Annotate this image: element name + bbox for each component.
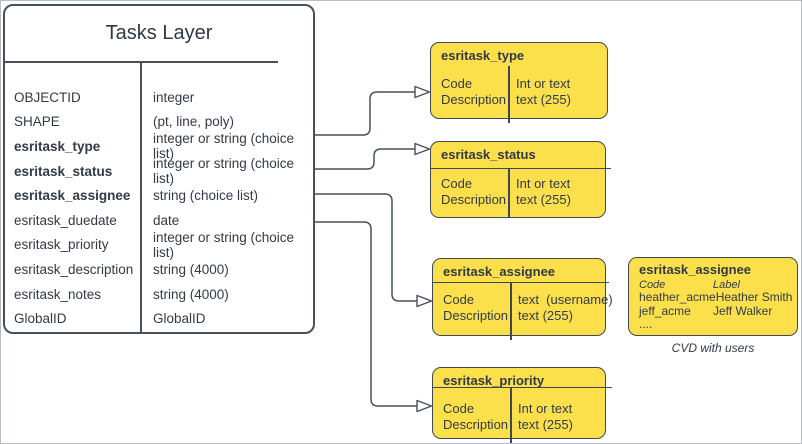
cvd-column-headers: Code Label <box>639 279 793 291</box>
field-type: string (4000) <box>153 286 229 302</box>
domain-box-esritask-type: esritask_type Code Description Int or te… <box>430 42 608 123</box>
domain-box-esritask-status: esritask_status Code Description Int or … <box>430 141 611 218</box>
field-row: GlobalID GlobalID <box>5 306 313 331</box>
cvd-code: heather_acme <box>639 290 716 304</box>
connector-esritask-priority <box>315 221 417 407</box>
domain-field-type: text (255) <box>516 191 571 207</box>
domain-field: Description <box>441 91 507 107</box>
entity-column-divider <box>140 61 142 332</box>
connector-esritask-status <box>315 148 415 170</box>
domain-field-type: Int or text <box>518 401 573 416</box>
arrowhead-esritask-assignee <box>416 294 433 308</box>
domain-field: Code <box>441 76 473 91</box>
connector-esritask-assignee <box>315 193 417 302</box>
domain-field-type: text (255) <box>518 307 573 323</box>
domain-field-type: Int or text <box>516 176 571 191</box>
field-name: esritask_assignee <box>14 188 131 204</box>
cvd-row: jeff_acme Jeff Walker <box>639 303 793 319</box>
field-type: date <box>153 212 180 228</box>
cvd-row: .... <box>639 317 793 332</box>
domain-field-types: Int or text text (255) <box>516 76 571 107</box>
domain-column-divider <box>510 283 512 340</box>
cvd-column-code: Code <box>639 279 666 291</box>
domain-title: esritask_priority <box>443 373 545 388</box>
field-name: esritask_description <box>14 261 134 277</box>
field-name: esritask_duedate <box>14 212 117 228</box>
cvd-row-list: heather_acme Heather Smith jeff_acme Jef… <box>639 290 793 332</box>
entity-field-list: OBJECTID integer SHAPE (pt, line, poly) … <box>5 85 313 331</box>
field-name: esritask_priority <box>14 237 109 253</box>
domain-field: Description <box>443 307 509 323</box>
field-row: esritask_duedate date <box>5 208 313 233</box>
domain-field-types: Int or text text (255) <box>518 401 573 432</box>
cvd-column-label: Label <box>713 279 740 291</box>
field-type: integer or string (choice list) <box>153 156 295 187</box>
field-row: esritask_notes string (4000) <box>5 282 313 307</box>
domain-field: Code <box>441 176 473 191</box>
field-name: GlobalID <box>14 311 67 327</box>
domain-column-divider <box>508 66 510 123</box>
field-type: integer <box>153 89 195 105</box>
domain-field-names: Code Description <box>441 76 506 107</box>
cvd-title: esritask_assignee <box>639 262 752 277</box>
domain-box-esritask-priority: esritask_priority Code Description Int o… <box>432 367 612 443</box>
domain-field-types: Int or text text (255) <box>516 176 571 207</box>
field-row: esritask_type integer or string (choice … <box>5 131 313 162</box>
cvd-code: .... <box>639 317 653 331</box>
field-row: esritask_priority integer or string (cho… <box>5 229 313 260</box>
cvd-label: Heather Smith <box>715 290 793 304</box>
domain-field-type: text (username) <box>518 292 613 307</box>
field-row: esritask_assignee string (choice list) <box>5 183 313 208</box>
domain-field-type: text (255) <box>518 416 573 432</box>
cvd-values-box: esritask_assignee Code Label heather_acm… <box>628 257 798 336</box>
domain-field-names: Code Description <box>443 401 508 432</box>
entity-title: Tasks Layer <box>105 22 213 44</box>
domain-title: esritask_assignee <box>443 264 556 279</box>
field-row: OBJECTID integer <box>5 85 313 110</box>
field-name: esritask_notes <box>14 286 102 302</box>
field-row: esritask_description string (4000) <box>5 257 313 282</box>
connector-esritask-type <box>315 91 415 136</box>
cvd-caption: CVD with users <box>671 341 755 355</box>
tasks-layer-entity: Tasks Layer OBJECTID integer SHAPE (pt, … <box>3 4 315 334</box>
domain-box-esritask-assignee: esritask_assignee Code Description text … <box>432 258 613 340</box>
domain-field: Description <box>443 416 509 432</box>
domain-field-type: text (255) <box>516 91 571 107</box>
domain-title: esritask_type <box>441 48 525 63</box>
domain-field: Code <box>443 401 475 416</box>
domain-title-divider <box>432 387 612 388</box>
cvd-code: jeff_acme <box>639 303 691 318</box>
field-row: SHAPE (pt, line, poly) <box>5 110 313 135</box>
domain-field-type: Int or text <box>516 76 571 91</box>
domain-field-types: text (username) text (255) <box>518 292 613 323</box>
domain-field-names: Code Description <box>443 292 508 323</box>
domain-field-names: Code Description <box>441 176 506 207</box>
field-type: string (choice list) <box>153 188 259 204</box>
field-name: SHAPE <box>14 114 60 130</box>
field-name: esritask_type <box>14 138 101 154</box>
field-name: esritask_status <box>14 163 113 179</box>
field-row: esritask_status integer or string (choic… <box>5 156 313 187</box>
domain-title: esritask_status <box>441 147 536 162</box>
domain-column-divider <box>508 169 510 217</box>
domain-column-divider <box>510 388 512 443</box>
arrowhead-esritask-status <box>414 142 431 156</box>
domain-title-divider <box>432 282 609 283</box>
field-type: (pt, line, poly) <box>153 114 235 130</box>
field-type: integer or string (choice list) <box>153 229 295 260</box>
domain-field: Code <box>443 292 475 307</box>
field-name: OBJECTID <box>14 89 81 105</box>
field-type: GlobalID <box>153 311 206 327</box>
field-type: string (4000) <box>153 261 229 277</box>
field-type: integer or string (choice list) <box>153 131 295 162</box>
arrowhead-esritask-type <box>414 85 431 99</box>
domain-field: Description <box>441 191 507 207</box>
arrowhead-esritask-priority <box>416 399 433 413</box>
cvd-row: heather_acme Heather Smith <box>639 290 793 305</box>
cvd-label: Jeff Walker <box>713 303 773 318</box>
domain-title-divider <box>430 168 611 169</box>
